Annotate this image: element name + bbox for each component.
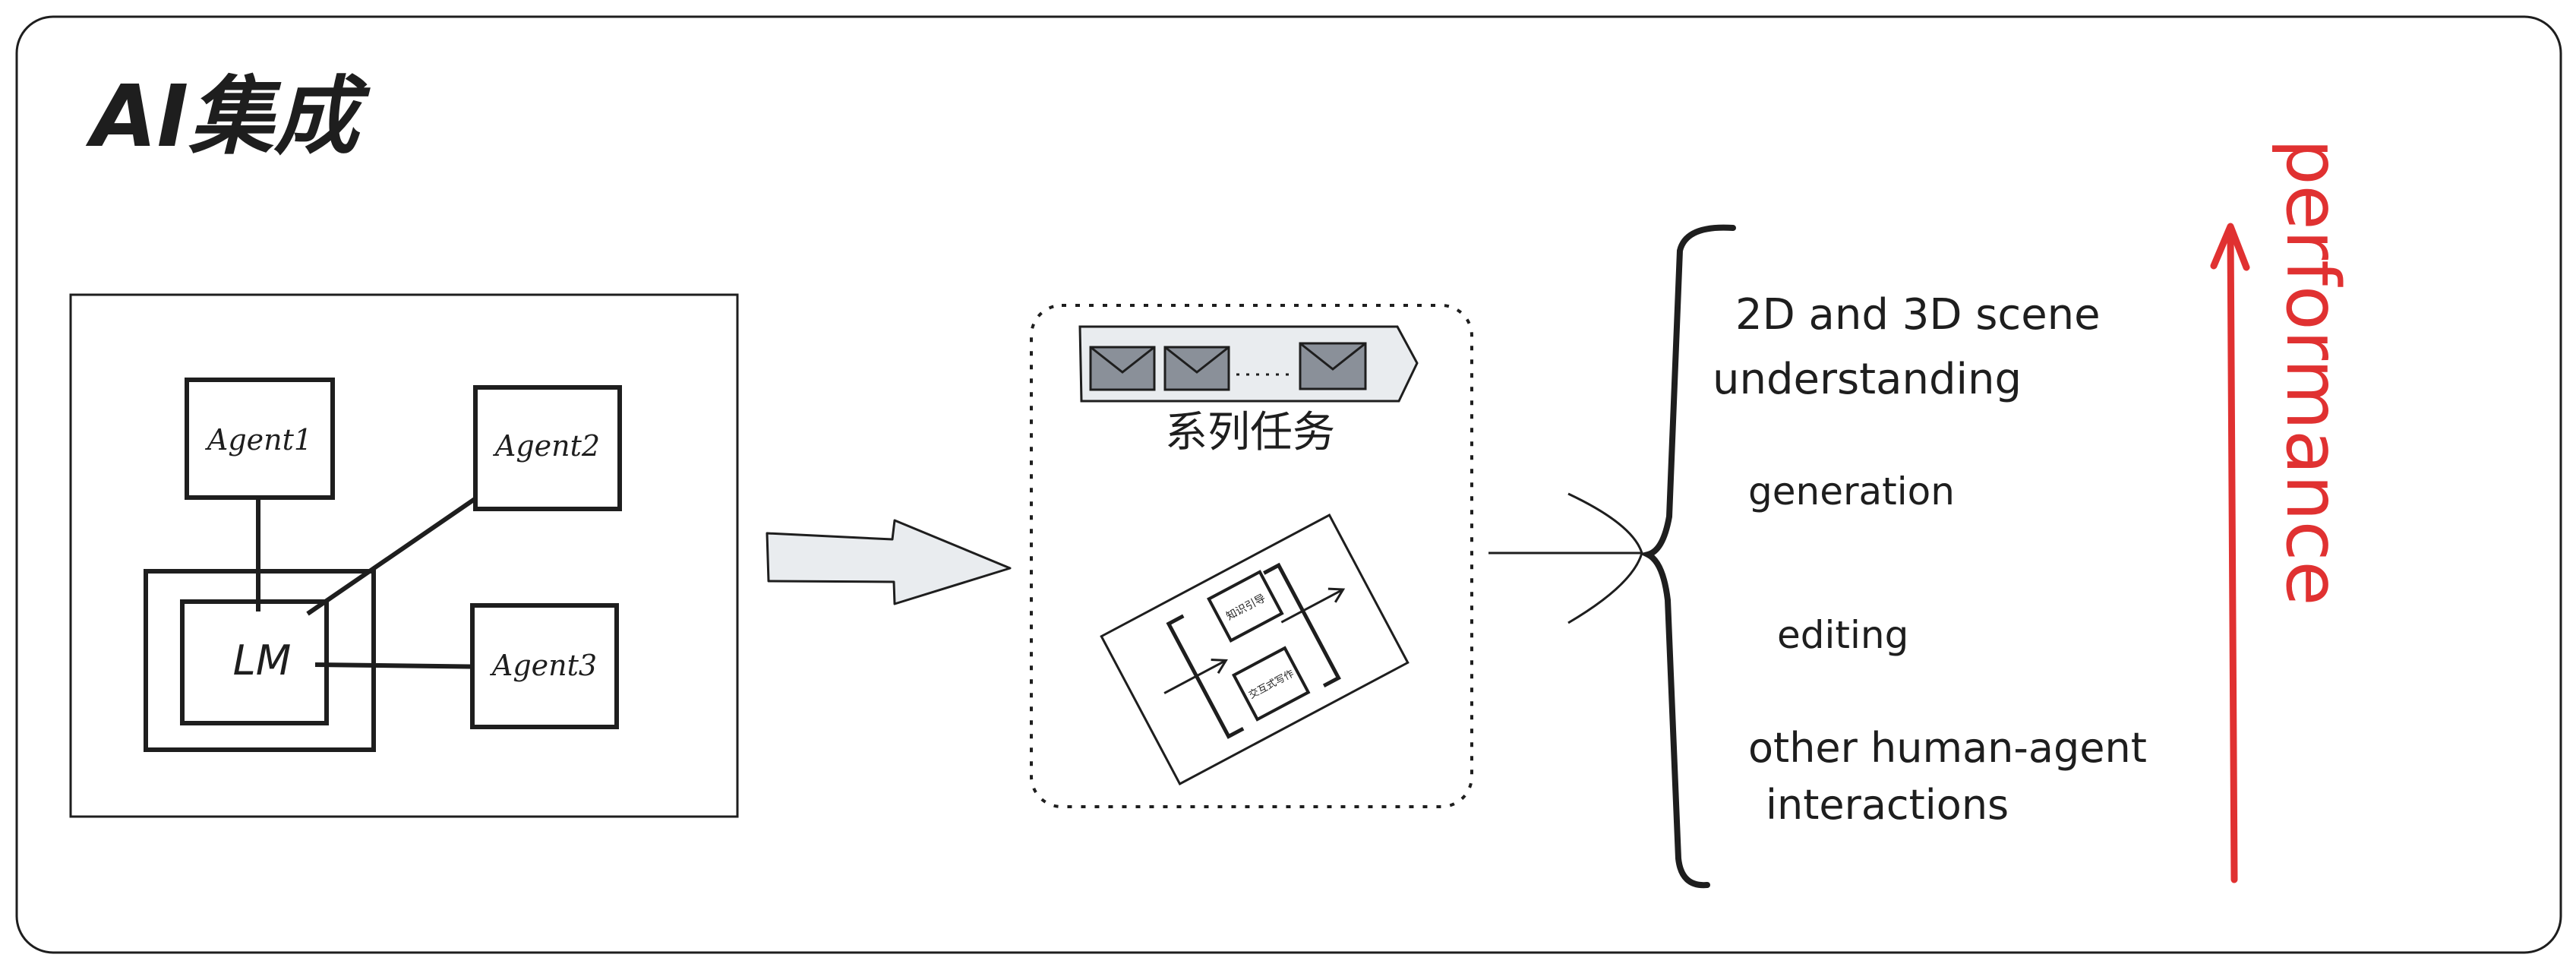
agent3-box bbox=[470, 603, 619, 729]
outcome-line: 2D and 3D scene bbox=[1735, 290, 2101, 340]
agent2-label: Agent2 bbox=[493, 429, 600, 463]
outcome-line: interactions bbox=[1766, 781, 2009, 829]
agent1-label: Agent1 bbox=[205, 423, 312, 457]
outcome-line: editing bbox=[1777, 613, 1908, 657]
link-lm-agent2 bbox=[306, 495, 478, 616]
outcomes-brace bbox=[1639, 224, 1736, 889]
performance-label: performance bbox=[2270, 139, 2355, 606]
outcome-line: other human-agent bbox=[1748, 724, 2147, 772]
outer-frame bbox=[15, 15, 2562, 954]
performance-indicator: performance bbox=[2210, 139, 2355, 883]
agent2-box bbox=[473, 385, 622, 511]
agents-panel-frame bbox=[69, 293, 739, 818]
tasks-panel: 系列任务 知识引导 交互式写作 bbox=[1030, 304, 1473, 808]
page-title: AI集成 bbox=[85, 68, 371, 166]
outcome-line: generation bbox=[1748, 469, 1955, 514]
envelope-icon bbox=[1299, 342, 1367, 390]
performance-arrow bbox=[2227, 228, 2238, 883]
lm-label: LM bbox=[233, 637, 292, 684]
envelope-icon bbox=[1163, 346, 1230, 391]
lm-outer-box bbox=[144, 569, 376, 752]
task-series-label: 系列任务 bbox=[1165, 408, 1335, 457]
workflow-card: 知识引导 交互式写作 bbox=[1100, 514, 1410, 785]
flow-arrow bbox=[766, 519, 1012, 605]
envelope-icon bbox=[1089, 346, 1156, 391]
agent3-label: Agent3 bbox=[490, 649, 597, 682]
lm-inner-box bbox=[180, 599, 329, 725]
agents-panel: LM Agent1 Agent2 Agent3 bbox=[69, 293, 739, 818]
outcome-line: understanding bbox=[1713, 355, 2022, 404]
agent1-box bbox=[185, 378, 335, 500]
outcomes-list: 2D and 3D scene understanding generation… bbox=[1713, 290, 2147, 829]
